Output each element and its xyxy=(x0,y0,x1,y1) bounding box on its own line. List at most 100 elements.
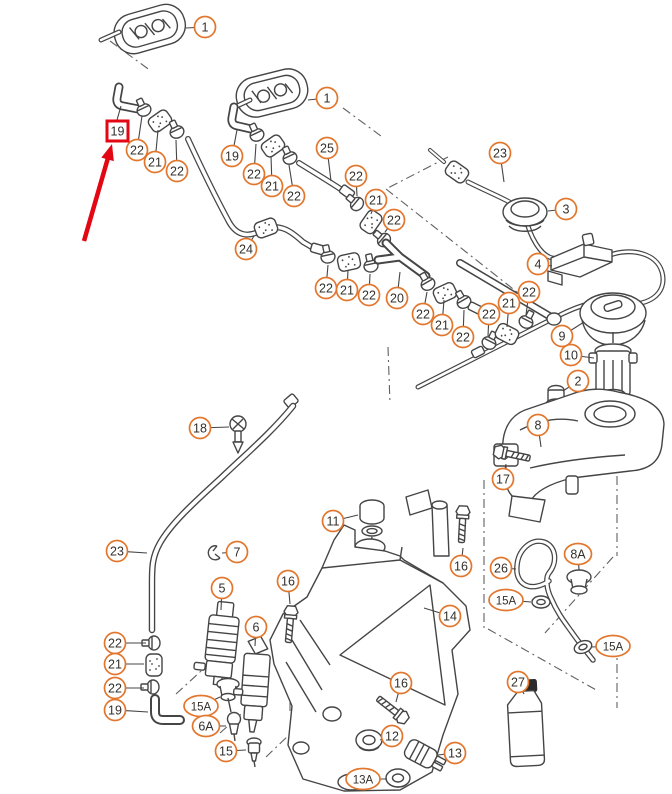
callout-22[interactable]: 22 xyxy=(125,115,149,162)
callout-2[interactable]: 2 xyxy=(562,369,590,393)
level-sensor-13 xyxy=(403,739,447,772)
callout-label: 22 xyxy=(247,168,261,182)
callout-20[interactable]: 20 xyxy=(385,271,409,310)
callout-label: 22 xyxy=(349,170,363,184)
callout-22[interactable]: 22 xyxy=(344,164,368,197)
callout-6[interactable]: 6 xyxy=(244,615,268,647)
callout-label: 22 xyxy=(287,190,301,204)
grommet-12 xyxy=(355,729,383,752)
callout-8A[interactable]: 8A xyxy=(563,542,593,571)
callout-6A[interactable]: 6A xyxy=(191,714,227,738)
callout-label: 21 xyxy=(265,180,279,194)
callout-21[interactable]: 21 xyxy=(143,129,167,174)
callout-label: 22 xyxy=(170,165,184,179)
foam-sleeve-21 xyxy=(145,653,163,677)
hose-clip-18 xyxy=(229,415,247,454)
callout-19[interactable]: 19 xyxy=(103,698,149,722)
callout-10[interactable]: 10 xyxy=(559,343,595,367)
callout-23[interactable]: 23 xyxy=(105,539,148,563)
callout-22[interactable]: 22 xyxy=(242,143,266,186)
callout-3[interactable]: 3 xyxy=(547,197,578,221)
callout-22[interactable]: 22 xyxy=(411,291,435,326)
callout-label: 19 xyxy=(108,704,122,718)
callout-label: 22 xyxy=(482,308,496,322)
callout-26[interactable]: 26 xyxy=(489,556,517,580)
callout-22[interactable]: 22 xyxy=(165,139,189,183)
callout-13A[interactable]: 13A xyxy=(345,767,387,791)
callout-21[interactable]: 21 xyxy=(260,155,284,198)
callout-label: 13 xyxy=(448,747,462,761)
callout-1[interactable]: 1 xyxy=(185,15,217,39)
callout-7[interactable]: 7 xyxy=(221,540,249,564)
callout-15A[interactable]: 15A xyxy=(488,588,532,612)
callout-21[interactable]: 21 xyxy=(103,652,145,676)
callout-25[interactable]: 25 xyxy=(315,136,339,182)
hose-clip-7 xyxy=(207,545,221,561)
callout-label: 16 xyxy=(281,575,295,589)
callout-21[interactable]: 21 xyxy=(497,291,521,328)
callout-label: 22 xyxy=(416,308,430,322)
callout-label: 5 xyxy=(219,582,226,596)
callout-label: 23 xyxy=(110,545,124,559)
callout-22[interactable]: 22 xyxy=(517,280,541,316)
bracket-4 xyxy=(547,232,613,286)
screw-16-top xyxy=(453,504,472,544)
callout-16[interactable]: 16 xyxy=(389,671,413,703)
callout-label: 27 xyxy=(511,676,525,690)
callout-label: 14 xyxy=(443,610,457,624)
filler-pipe xyxy=(456,259,562,326)
callout-label: 8 xyxy=(535,419,542,433)
callout-21[interactable]: 21 xyxy=(335,269,359,302)
callout-5[interactable]: 5 xyxy=(210,576,234,611)
hose-clamp-22 xyxy=(140,679,160,695)
washer-pump-6 xyxy=(232,635,271,733)
callout-label: 19 xyxy=(225,150,239,164)
foam-sleeve xyxy=(252,216,280,240)
callout-22[interactable]: 22 xyxy=(382,208,406,233)
callout-21[interactable]: 21 xyxy=(430,299,454,337)
callout-4[interactable]: 4 xyxy=(526,252,553,276)
callout-label: 22 xyxy=(387,214,401,228)
foam-sleeve-21 xyxy=(430,280,460,306)
callout-16[interactable]: 16 xyxy=(276,569,300,605)
callout-label: 21 xyxy=(369,194,383,208)
callout-18[interactable]: 18 xyxy=(188,416,230,440)
callout-11[interactable]: 11 xyxy=(321,509,359,533)
callout-24[interactable]: 24 xyxy=(234,235,258,261)
callout-label: 22 xyxy=(130,144,144,158)
callout-22[interactable]: 22 xyxy=(451,309,475,349)
callout-12[interactable]: 12 xyxy=(379,724,404,748)
callout-15A[interactable]: 15A xyxy=(183,694,221,718)
callout-27[interactable]: 27 xyxy=(506,670,530,695)
foam-sleeve-21 xyxy=(335,251,363,273)
callout-8[interactable]: 8 xyxy=(526,413,550,448)
grommet-3 xyxy=(502,197,548,232)
callout-label: 9 xyxy=(559,330,566,344)
callout-9[interactable]: 9 xyxy=(550,321,585,348)
highlighted-callout-19[interactable]: 19 xyxy=(105,105,130,143)
callout-label: 20 xyxy=(390,292,404,306)
callout-22[interactable]: 22 xyxy=(477,302,501,337)
fitting-6a xyxy=(226,711,242,742)
callout-23[interactable]: 23 xyxy=(488,141,512,183)
callout-19[interactable]: 19 xyxy=(220,129,244,168)
callout-22[interactable]: 22 xyxy=(103,631,147,655)
y-connector-20 xyxy=(373,238,431,281)
fitting-15 xyxy=(246,737,262,768)
callout-22[interactable]: 22 xyxy=(282,164,306,208)
callout-22[interactable]: 22 xyxy=(357,273,381,307)
callout-17[interactable]: 17 xyxy=(491,463,515,491)
callout-15[interactable]: 15 xyxy=(214,739,247,763)
callout-13[interactable]: 13 xyxy=(437,741,467,765)
callout-21[interactable]: 21 xyxy=(364,188,388,215)
callout-22[interactable]: 22 xyxy=(103,676,145,700)
callout-label: 2 xyxy=(575,375,582,389)
callout-16[interactable]: 16 xyxy=(449,547,473,578)
callout-22[interactable]: 22 xyxy=(314,264,338,300)
washer-pump-5 xyxy=(193,600,240,686)
callout-15A[interactable]: 15A xyxy=(591,634,631,658)
callout-14[interactable]: 14 xyxy=(423,604,462,628)
callout-1[interactable]: 1 xyxy=(307,86,339,110)
callout-label: 26 xyxy=(494,562,508,576)
